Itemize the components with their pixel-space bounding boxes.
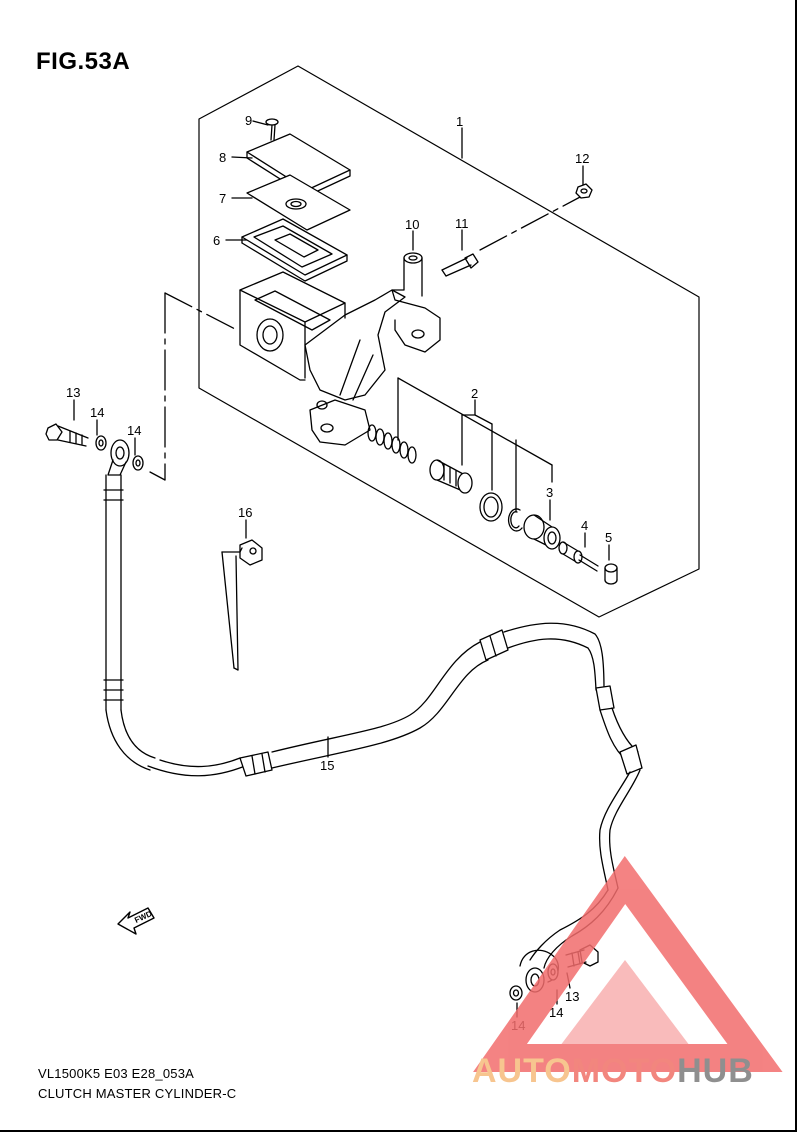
callout-1: 1 bbox=[456, 114, 463, 129]
part-2-circlip bbox=[507, 508, 523, 532]
callout-2: 2 bbox=[471, 386, 478, 401]
model-code: VL1500K5 E03 E28_053A bbox=[38, 1066, 194, 1081]
figure-title: FIG.53A bbox=[36, 48, 131, 75]
guide-line bbox=[397, 377, 553, 466]
callout-8: 8 bbox=[219, 150, 226, 165]
leader-line bbox=[252, 120, 269, 126]
part-14-washer bbox=[132, 455, 144, 471]
leader-line bbox=[231, 156, 253, 159]
part-15-clutch-hose bbox=[103, 474, 643, 993]
assembly-outline-box bbox=[198, 65, 700, 618]
part-13-union-bolt bbox=[45, 423, 89, 447]
callout-11: 11 bbox=[455, 216, 469, 231]
callout-4: 4 bbox=[581, 518, 588, 533]
part-11-bolt bbox=[441, 253, 479, 277]
part-3-boot bbox=[523, 514, 561, 550]
callout-9: 9 bbox=[245, 113, 252, 128]
hose-banjo-fitting bbox=[107, 439, 130, 476]
part-10-lever-bracket bbox=[391, 252, 441, 353]
guide-line bbox=[149, 471, 166, 481]
part-16-clamp bbox=[221, 539, 263, 671]
callout-13: 13 bbox=[565, 989, 579, 1004]
fwd-arrow-icon bbox=[117, 907, 155, 935]
master-cylinder-body bbox=[239, 271, 406, 446]
callout-14: 14 bbox=[127, 423, 141, 438]
callout-6: 6 bbox=[213, 233, 220, 248]
guide-line bbox=[479, 195, 583, 251]
diagram-caption: CLUTCH MASTER CYLINDER-C bbox=[38, 1086, 237, 1101]
part-12-nut bbox=[575, 183, 593, 199]
callout-15: 15 bbox=[320, 758, 334, 773]
part-2-seal-ring bbox=[479, 492, 503, 522]
part-7-plate bbox=[246, 174, 351, 231]
callout-16: 16 bbox=[238, 505, 252, 520]
part-14-washer bbox=[95, 435, 107, 451]
part-2-spring bbox=[367, 424, 417, 464]
callout-5: 5 bbox=[605, 530, 612, 545]
part-6-diaphragm bbox=[241, 218, 348, 282]
guide-line bbox=[164, 292, 238, 331]
callout-14: 14 bbox=[90, 405, 104, 420]
part-4-push-rod bbox=[558, 541, 599, 572]
callout-3: 3 bbox=[546, 485, 553, 500]
part-5-cap bbox=[604, 563, 618, 585]
callout-7: 7 bbox=[219, 191, 226, 206]
callout-10: 10 bbox=[405, 217, 419, 232]
part-9-screw bbox=[265, 118, 279, 141]
callout-14: 14 bbox=[549, 1005, 563, 1020]
watermark-logo bbox=[473, 855, 783, 1072]
callout-13: 13 bbox=[66, 385, 80, 400]
leader-line bbox=[461, 414, 493, 425]
callout-12: 12 bbox=[575, 151, 589, 166]
watermark-wordmark: AUTOMOTOHUB bbox=[472, 1052, 754, 1090]
part-14-washer bbox=[509, 985, 523, 1001]
part-2-piston bbox=[429, 459, 473, 494]
